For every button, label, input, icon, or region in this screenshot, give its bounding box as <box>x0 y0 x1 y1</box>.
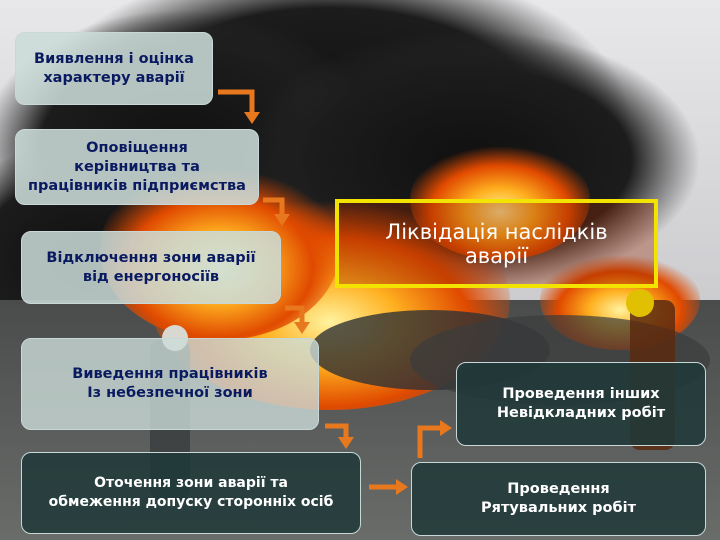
arrowhead-5 <box>396 479 408 495</box>
arrowhead-6 <box>440 420 452 436</box>
arrow-4 <box>325 426 346 437</box>
arrowhead-1 <box>244 112 260 124</box>
arrow-2 <box>263 200 282 214</box>
arrowhead-2 <box>274 214 290 226</box>
arrow-6 <box>420 428 440 458</box>
arrow-1 <box>218 92 252 112</box>
arrowhead-3 <box>294 322 310 334</box>
arrow-3 <box>285 308 302 322</box>
arrowhead-4 <box>338 437 354 449</box>
